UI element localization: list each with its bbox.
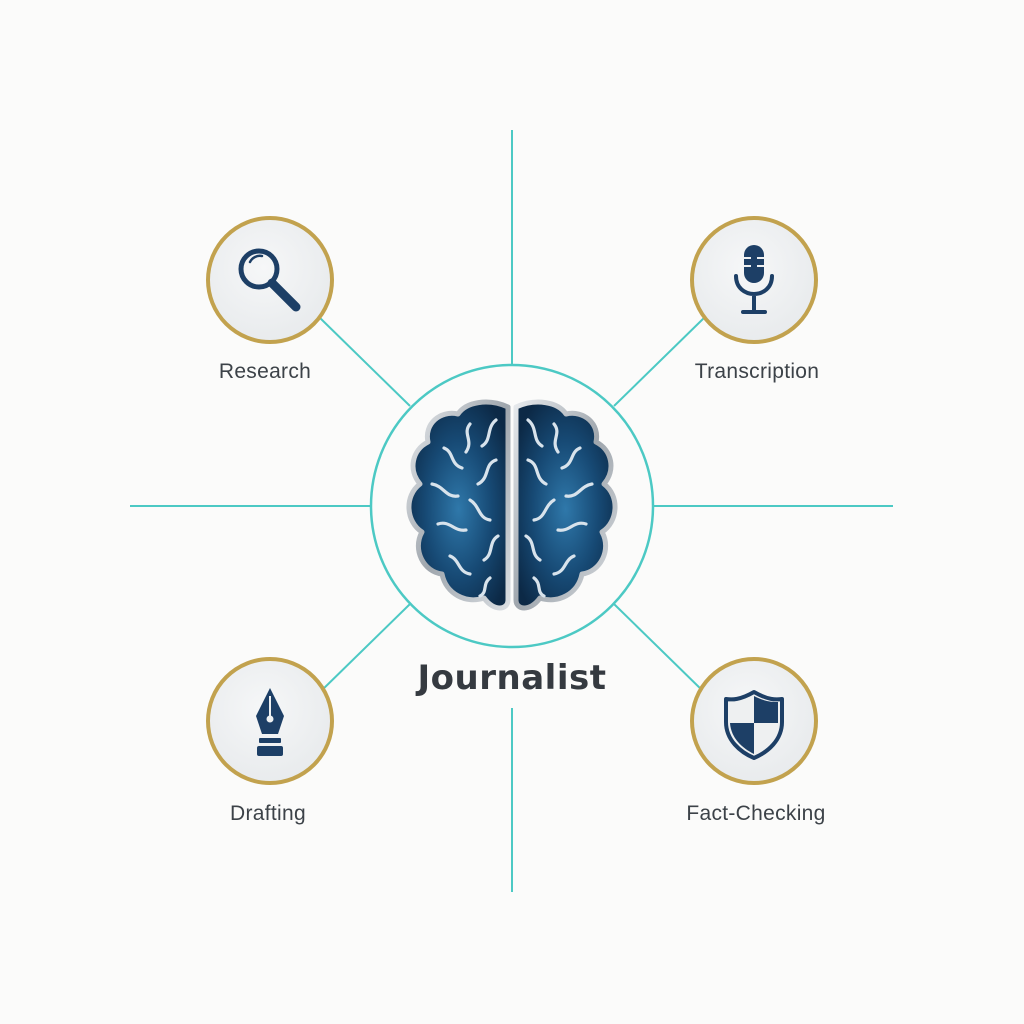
node-drafting[interactable] [206, 657, 334, 785]
connector-drafting [317, 603, 411, 695]
microphone-icon [734, 245, 774, 314]
node-transcription[interactable] [690, 216, 818, 344]
node-label-research: Research [218, 360, 312, 383]
connector-transcription [613, 315, 707, 407]
magnifying-glass-icon [238, 248, 301, 312]
node-research[interactable] [206, 216, 334, 344]
brain-icon [406, 399, 618, 611]
node-label-transcription: Transcription [694, 360, 820, 383]
node-label-fact-checking: Fact-Checking [686, 802, 826, 825]
shield-icon [724, 690, 784, 760]
connector-research [317, 315, 411, 407]
fountain-pen-icon [256, 688, 284, 756]
connectors [130, 130, 893, 892]
node-label-drafting: Drafting [230, 802, 306, 825]
center-label: Journalist [417, 658, 607, 698]
node-fact-checking[interactable] [690, 657, 818, 785]
connector-fact-checking [613, 603, 707, 695]
